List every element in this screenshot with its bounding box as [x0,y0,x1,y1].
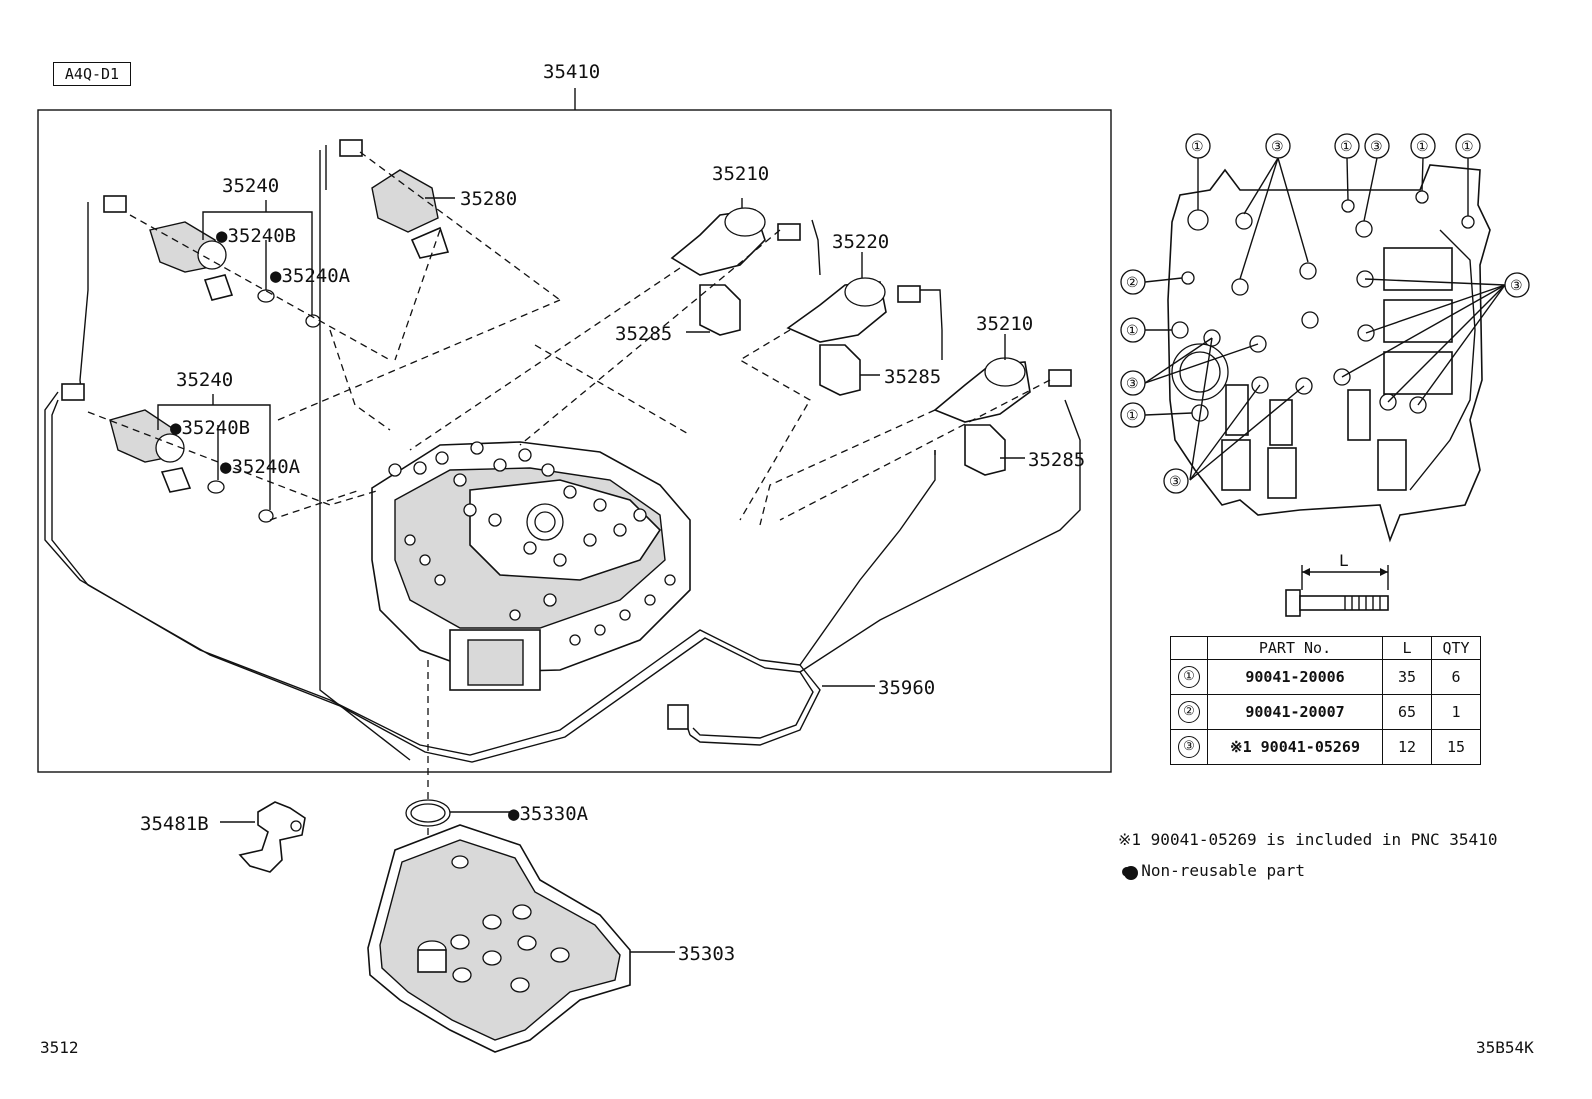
header-length: L [1382,636,1432,660]
marker-1-c: ① [1416,139,1429,155]
page-number: 3512 [40,1038,79,1057]
assembly-frame [37,109,1112,773]
table-row: ③ ※1 90041-05269 12 15 [1170,729,1481,765]
oil-strainer-35303 [367,824,631,1053]
bolt-dimension-illustration: L [1285,551,1389,617]
bolt-markers: ① ③ ① ③ ① ① ② ① ③ ① ③ ③ [1120,133,1530,494]
callout-leaders [220,197,1025,953]
marker-1-a: ① [1191,139,1204,155]
callout-35210-upper: 35210 [712,163,769,185]
callout-35960: 35960 [878,677,935,699]
bolt-parts-table: PART No. L QTY ① 90041-20006 35 6 ② 9004… [1170,636,1481,765]
row-part-no: ※1 90041-05269 [1207,729,1383,765]
callout-35240-lower: 35240 [176,369,233,391]
callout-35240B-lower: ●35240B [170,417,250,439]
marker-1-e: ① [1126,323,1139,339]
o-rings [207,289,321,523]
callout-35303: 35303 [678,943,735,965]
bracket-35481B [238,801,306,873]
marker-1-d: ① [1461,139,1474,155]
non-reusable-dot [1124,866,1138,880]
callout-35280: 35280 [460,188,517,210]
header-ref [1170,636,1208,660]
clips [699,284,1006,476]
wire-harness [44,145,1081,763]
callout-35481B: 35481B [140,813,209,835]
row-part-no: 90041-20006 [1207,659,1383,695]
valve-body [371,441,691,691]
group-brackets [157,200,313,510]
header-qty: QTY [1431,636,1481,660]
solenoid-35210-mid [933,357,1072,423]
solenoid-35280 [339,139,450,259]
valve-body-bolt-view [1167,164,1491,543]
dimension-L: L [1339,551,1349,570]
note-included: ※1 90041-05269 is included in PNC 35410 [1118,830,1498,849]
table-row: ① 90041-20006 35 6 [1170,659,1481,695]
row-qty: 15 [1431,729,1481,765]
marker-3-c: ③ [1126,376,1139,392]
model-tag: A4Q-D1 [53,62,131,86]
note-non-reusable: ● Non-reusable part [1122,861,1306,880]
row-ref: ③ [1178,736,1200,758]
callout-35210-mid: 35210 [976,313,1033,335]
row-part-no: 90041-20007 [1207,694,1383,730]
marker-1-f: ① [1126,408,1139,424]
callout-labels: 35410 35240 ●35240B ●35240A 35280 35210 … [140,61,1085,965]
row-qty: 1 [1431,694,1481,730]
header-part-no: PART No. [1207,636,1383,660]
callout-35240-upper: 35240 [222,175,279,197]
solenoid-35220 [786,277,921,343]
callout-35240A-upper: ●35240A [270,265,351,287]
callout-35240A-lower: ●35240A [220,456,301,478]
marker-3-d: ③ [1510,278,1523,294]
table-row: ② 90041-20007 65 1 [1170,694,1481,730]
marker-3-e: ③ [1169,474,1182,490]
marker-3-b: ③ [1370,139,1383,155]
table-header-row: PART No. L QTY [1170,636,1481,660]
callout-35410: 35410 [543,61,600,83]
row-length: 35 [1382,659,1432,695]
callout-35285-c: 35285 [1028,449,1085,471]
marker-3-a: ③ [1271,139,1284,155]
figure-code: 35B54K [1476,1038,1534,1057]
row-length: 12 [1382,729,1432,765]
solenoid-35240-lower [61,383,192,493]
assembly-dashes [87,151,1051,990]
marker-2: ② [1126,275,1139,291]
callout-35285-a: 35285 [615,323,672,345]
row-ref: ① [1178,666,1200,688]
row-ref: ② [1178,701,1200,723]
solenoid-35210-upper [670,207,801,276]
row-length: 65 [1382,694,1432,730]
callout-35285-b: 35285 [884,366,941,388]
callout-35330A: ●35330A [508,803,589,825]
marker-1-b: ① [1340,139,1353,155]
callout-35220: 35220 [832,231,889,253]
callout-35240B-upper: ●35240B [216,225,296,247]
row-qty: 6 [1431,659,1481,695]
